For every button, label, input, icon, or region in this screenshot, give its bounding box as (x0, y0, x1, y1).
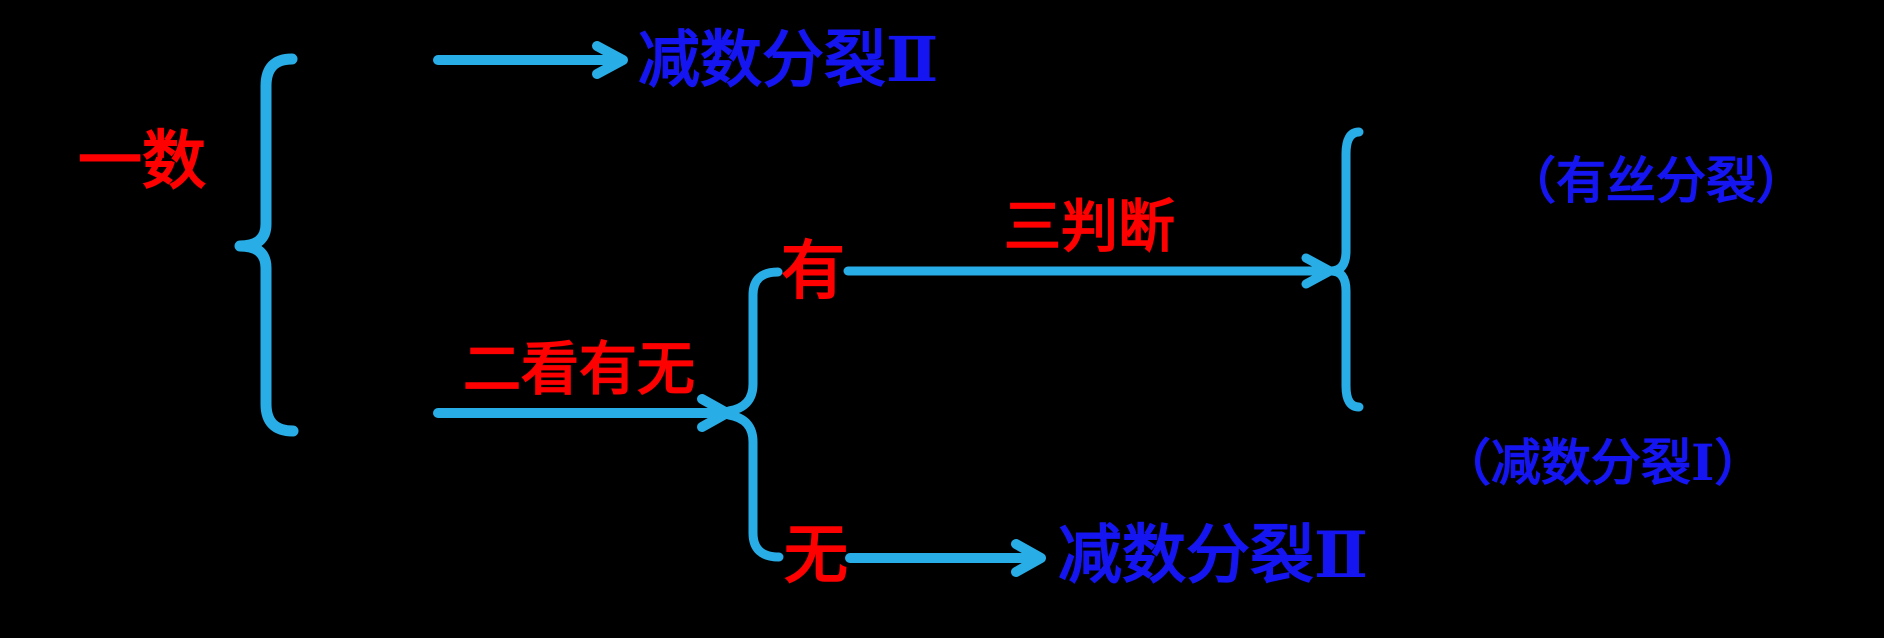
arrow-bottom-head-icon (1011, 539, 1046, 577)
label-branch-none: 无 (784, 518, 848, 593)
fork-upper-branch (724, 267, 783, 416)
label-result-meiosis-one: （减数分裂Ⅰ） (1441, 433, 1765, 492)
arrow-top-head-icon (592, 41, 628, 79)
right-brace-icon (1326, 127, 1364, 412)
fork-lower-branch (724, 410, 784, 562)
label-step-one: 一数 (78, 124, 206, 199)
label-step-three: 三判断 (1004, 193, 1175, 260)
left-brace-icon (234, 53, 299, 437)
label-result-mitosis: （有丝分裂） (1506, 151, 1806, 210)
label-branch-has: 有 (781, 234, 845, 309)
label-result-top: 减数分裂Ⅱ (638, 23, 939, 96)
label-step-two: 二看有无 (463, 335, 696, 403)
label-result-bottom: 减数分裂Ⅱ (1058, 518, 1368, 593)
